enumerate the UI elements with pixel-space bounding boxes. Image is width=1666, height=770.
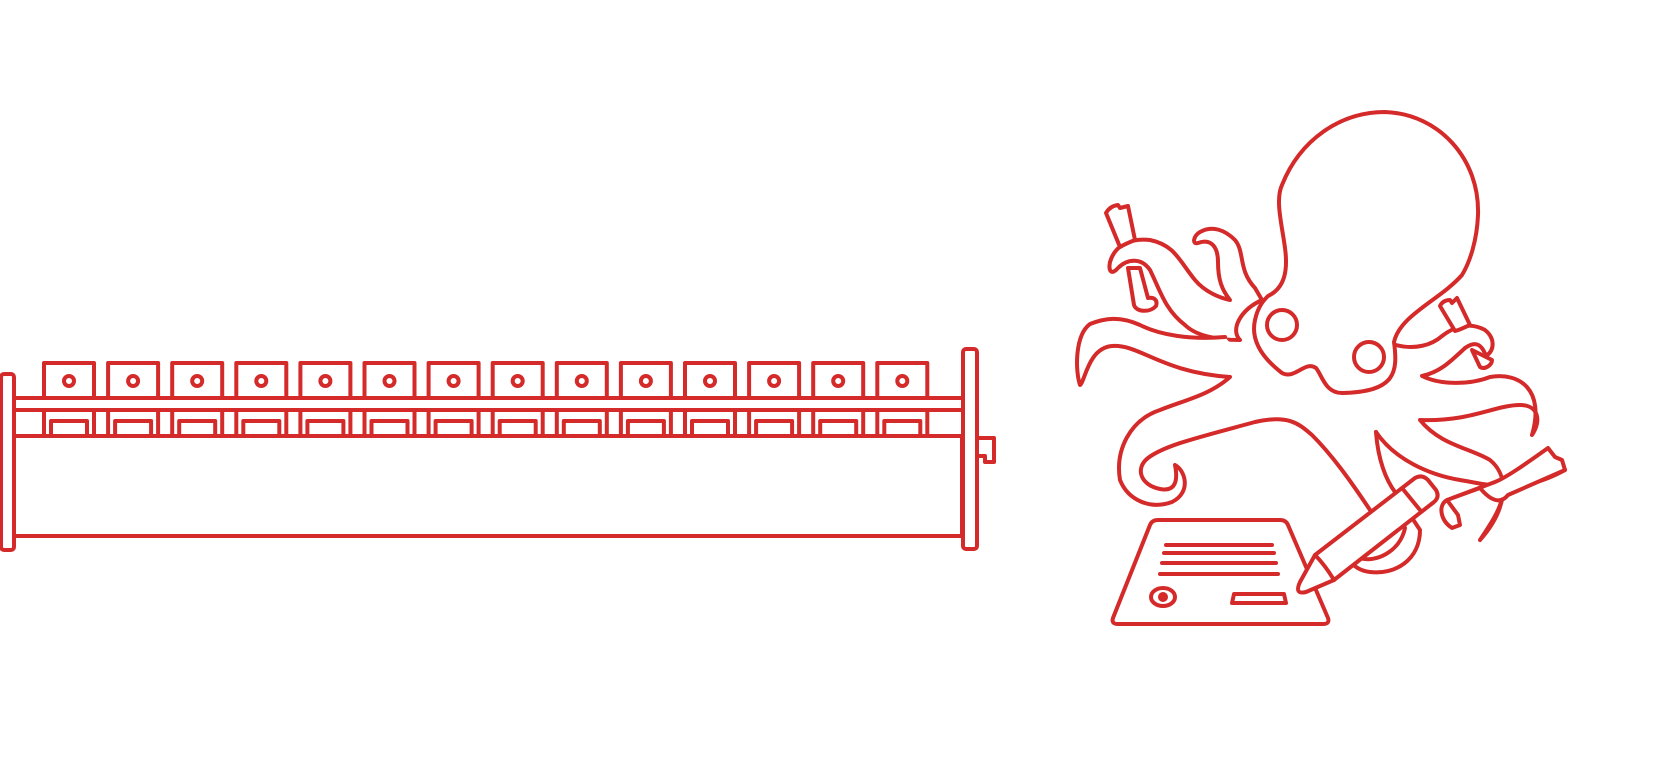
rack-module-face (298, 361, 353, 400)
rack-module-led (318, 374, 333, 388)
server-rack-icon (0, 347, 996, 552)
rack-module-face (42, 361, 96, 400)
rack-latch (976, 436, 996, 464)
scroll-right-bottom (1470, 348, 1494, 370)
rack-module-led (831, 374, 846, 388)
scroll-lower-right (1439, 446, 1567, 530)
rack-module-face (426, 361, 481, 400)
rack-module-slot (497, 419, 538, 438)
tentacle-left (1075, 316, 1372, 512)
rack-module-led (510, 374, 525, 388)
rack-module-slot (241, 419, 282, 438)
paper-signature-line (1230, 592, 1288, 605)
rack-left-post (0, 372, 16, 552)
rack-module-face (875, 361, 930, 400)
rack-module-slot (561, 419, 602, 438)
rack-module-face (683, 361, 737, 400)
octopus-eye-left (1265, 308, 1299, 342)
rack-base (12, 434, 964, 538)
rack-module-led (62, 374, 76, 388)
rack-module-slot (49, 419, 89, 438)
pencil-icon (1313, 474, 1440, 582)
paper-seal (1149, 586, 1177, 608)
rack-module-slot (305, 419, 346, 438)
octopus-eye-right (1352, 340, 1386, 374)
tentacle-upper-left (1107, 226, 1264, 342)
rack-module-face (490, 361, 545, 400)
rack-module-slot (690, 419, 730, 438)
rack-module-slot (177, 419, 218, 438)
scroll-left-bottom (1126, 266, 1159, 313)
rack-module-led (446, 374, 461, 388)
octopus-head (1252, 110, 1481, 395)
rack-module-face (106, 361, 161, 400)
rack-modules (42, 361, 930, 438)
pencil-tip (1296, 553, 1336, 595)
rack-module-led (767, 374, 782, 388)
rack-module-slot (113, 419, 154, 438)
rack-module-led (574, 374, 589, 388)
rack-module-led (190, 374, 205, 388)
rack-module-led (382, 374, 397, 388)
rack-module-slot (625, 419, 666, 438)
rack-module-face (811, 361, 866, 400)
scroll-left-top (1104, 203, 1137, 249)
rack-right-post (961, 347, 979, 551)
pencil-ferrule (1400, 486, 1422, 512)
rack-module-led (254, 374, 269, 388)
rack-module-face (554, 361, 609, 400)
rack-module-face (362, 361, 417, 400)
rack-module-slot (818, 419, 859, 438)
rack-module-face (170, 361, 225, 400)
rack-module-face (747, 361, 802, 400)
rack-module-face (618, 361, 673, 400)
rack-module-led (895, 374, 910, 388)
rack-module-led (703, 374, 717, 388)
rack-module-face (234, 361, 289, 400)
rack-module-slot (754, 419, 795, 438)
rack-module-led (638, 374, 653, 388)
rack-module-slot (433, 419, 474, 438)
octopus-writing-icon (1075, 110, 1567, 626)
rack-module-slot (882, 419, 923, 438)
rack-module-slot (369, 419, 410, 438)
scroll-right-top (1438, 296, 1472, 333)
paper-seal-dot (1158, 592, 1168, 602)
rack-module-led (126, 374, 141, 388)
